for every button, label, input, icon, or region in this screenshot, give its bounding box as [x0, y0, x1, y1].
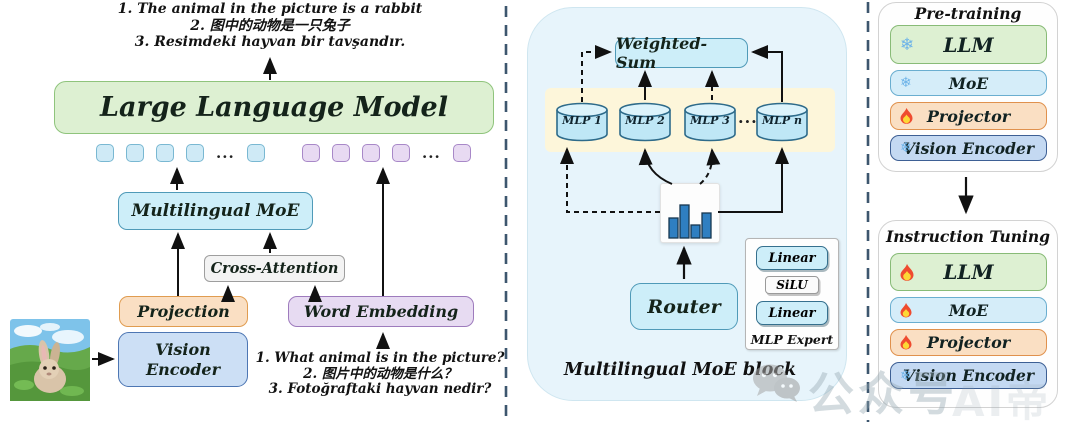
experts-ellipsis: ...	[738, 108, 758, 127]
output-line-zh: 2. 图中的动物是一只兔子	[190, 17, 350, 34]
instruction-row-moe: MoE	[890, 297, 1047, 323]
row-label: Projector	[926, 333, 1011, 352]
router-distribution-icon	[660, 183, 720, 243]
row-label: Projector	[926, 106, 1011, 126]
row-label: LLM	[943, 32, 994, 57]
mlp-expert-2-label: MLP 2	[625, 114, 665, 127]
instruction-row-vision-encoder: ❄ Vision Encoder	[890, 362, 1047, 389]
mlp-expert-1: MLP 1	[555, 101, 609, 143]
projection-box: Projection	[119, 296, 248, 327]
linear-layer-box: Linear	[756, 301, 828, 325]
input-line-en: 1. What animal is in the picture?	[255, 350, 505, 366]
mlp-expert-legend: Linear SiLU Linear MLP Expert	[745, 238, 839, 350]
multilingual-moe-label: Multilingual MoE	[131, 201, 300, 221]
pretraining-row-vision-encoder: ❄ Vision Encoder	[890, 135, 1047, 161]
instruction-tuning-title: Instruction Tuning	[886, 227, 1050, 246]
token-ellipsis: ...	[422, 144, 441, 162]
linear-layer-label: Linear	[768, 305, 816, 321]
text-token	[452, 144, 471, 162]
output-text: 1. The animal in the picture is a rabbit…	[62, 1, 478, 51]
output-line-en: 1. The animal in the picture is a rabbit	[117, 1, 423, 17]
text-token	[392, 144, 410, 162]
snowflake-icon: ❄	[900, 75, 912, 91]
row-label: MoE	[948, 73, 989, 93]
flame-icon	[900, 263, 914, 281]
pretraining-row-projector: Projector	[890, 102, 1047, 130]
pretraining-panel: Pre-training ❄ LLM ❄ MoE Projector ❄ Vis…	[878, 2, 1058, 172]
vision-token	[156, 144, 174, 162]
mlp-expert-caption: MLP Expert	[750, 332, 834, 347]
snowflake-icon: ❄	[900, 140, 912, 156]
linear-layer-label: Linear	[768, 250, 816, 266]
bar-chart-icon	[668, 204, 712, 239]
weighted-sum-box: Weighted-Sum	[615, 34, 748, 72]
projection-label: Projection	[137, 302, 230, 321]
rabbit-photo	[10, 319, 90, 401]
pretraining-row-llm: ❄ LLM	[890, 25, 1047, 64]
flame-icon	[900, 335, 912, 350]
instruction-row-llm: LLM	[890, 253, 1047, 291]
cross-attention-label: Cross-Attention	[210, 260, 339, 277]
input-line-zh: 2. 图片中的动物是什么？	[303, 365, 457, 382]
flame-icon	[900, 108, 913, 124]
large-language-model-box: Large Language Model	[54, 81, 494, 134]
text-token	[302, 144, 320, 162]
silu-layer-box: SiLU	[765, 276, 819, 294]
word-embedding-label: Word Embedding	[303, 302, 459, 321]
vision-token	[96, 144, 114, 162]
router-label: Router	[647, 295, 721, 318]
output-line-tr: 3. Resimdeki hayvan bir tavşandır.	[134, 34, 406, 50]
text-token-row: ...	[302, 144, 471, 162]
input-text: 1. What animal is in the picture? 2. 图片中…	[242, 350, 518, 398]
cross-attention-box: Cross-Attention	[204, 255, 345, 282]
vision-encoder-box: Vision Encoder	[118, 332, 248, 387]
vision-token-row: ...	[96, 144, 265, 162]
silu-layer-label: SiLU	[776, 278, 808, 292]
instruction-row-projector: Projector	[890, 329, 1047, 356]
vision-encoder-label: Vision Encoder	[145, 339, 221, 379]
vision-token	[126, 144, 144, 162]
rabbit-photo-art	[10, 319, 90, 401]
text-token	[362, 144, 380, 162]
mlp-expert-1-label: MLP 1	[562, 114, 602, 127]
row-label: MoE	[948, 300, 989, 320]
instruction-tuning-panel: Instruction Tuning LLM MoE Projector ❄ V…	[878, 220, 1058, 408]
weighted-sum-label: Weighted-Sum	[616, 34, 708, 72]
linear-layer-box: Linear	[756, 246, 828, 270]
vision-token	[246, 144, 265, 162]
mlp-expert-3-label: MLP 3	[690, 114, 730, 127]
vision-token	[186, 144, 204, 162]
row-label: Vision Encoder	[903, 366, 1034, 385]
row-label: LLM	[943, 260, 994, 284]
input-line-tr: 3. Fotoğraftaki hayvan nedir?	[268, 381, 492, 397]
text-token	[332, 144, 350, 162]
mlp-expert-3: MLP 3	[683, 101, 737, 143]
snowflake-icon: ❄	[900, 367, 912, 384]
router-box: Router	[630, 283, 738, 330]
word-embedding-box: Word Embedding	[288, 296, 474, 327]
llm-label: Large Language Model	[100, 92, 448, 123]
mlp-expert-2: MLP 2	[618, 101, 672, 143]
mlp-expert-n: MLP n	[755, 101, 809, 143]
token-ellipsis: ...	[216, 144, 235, 162]
mlp-expert-n-label: MLP n	[761, 114, 802, 127]
moe-block-caption: Multilingual MoE block	[563, 360, 797, 380]
row-label: Vision Encoder	[903, 138, 1034, 158]
pretraining-title: Pre-training	[914, 4, 1022, 23]
snowflake-icon: ❄	[900, 34, 915, 55]
pretraining-row-moe: ❄ MoE	[890, 70, 1047, 96]
flame-icon	[900, 302, 912, 318]
multilingual-moe-box: Multilingual MoE	[118, 192, 313, 230]
